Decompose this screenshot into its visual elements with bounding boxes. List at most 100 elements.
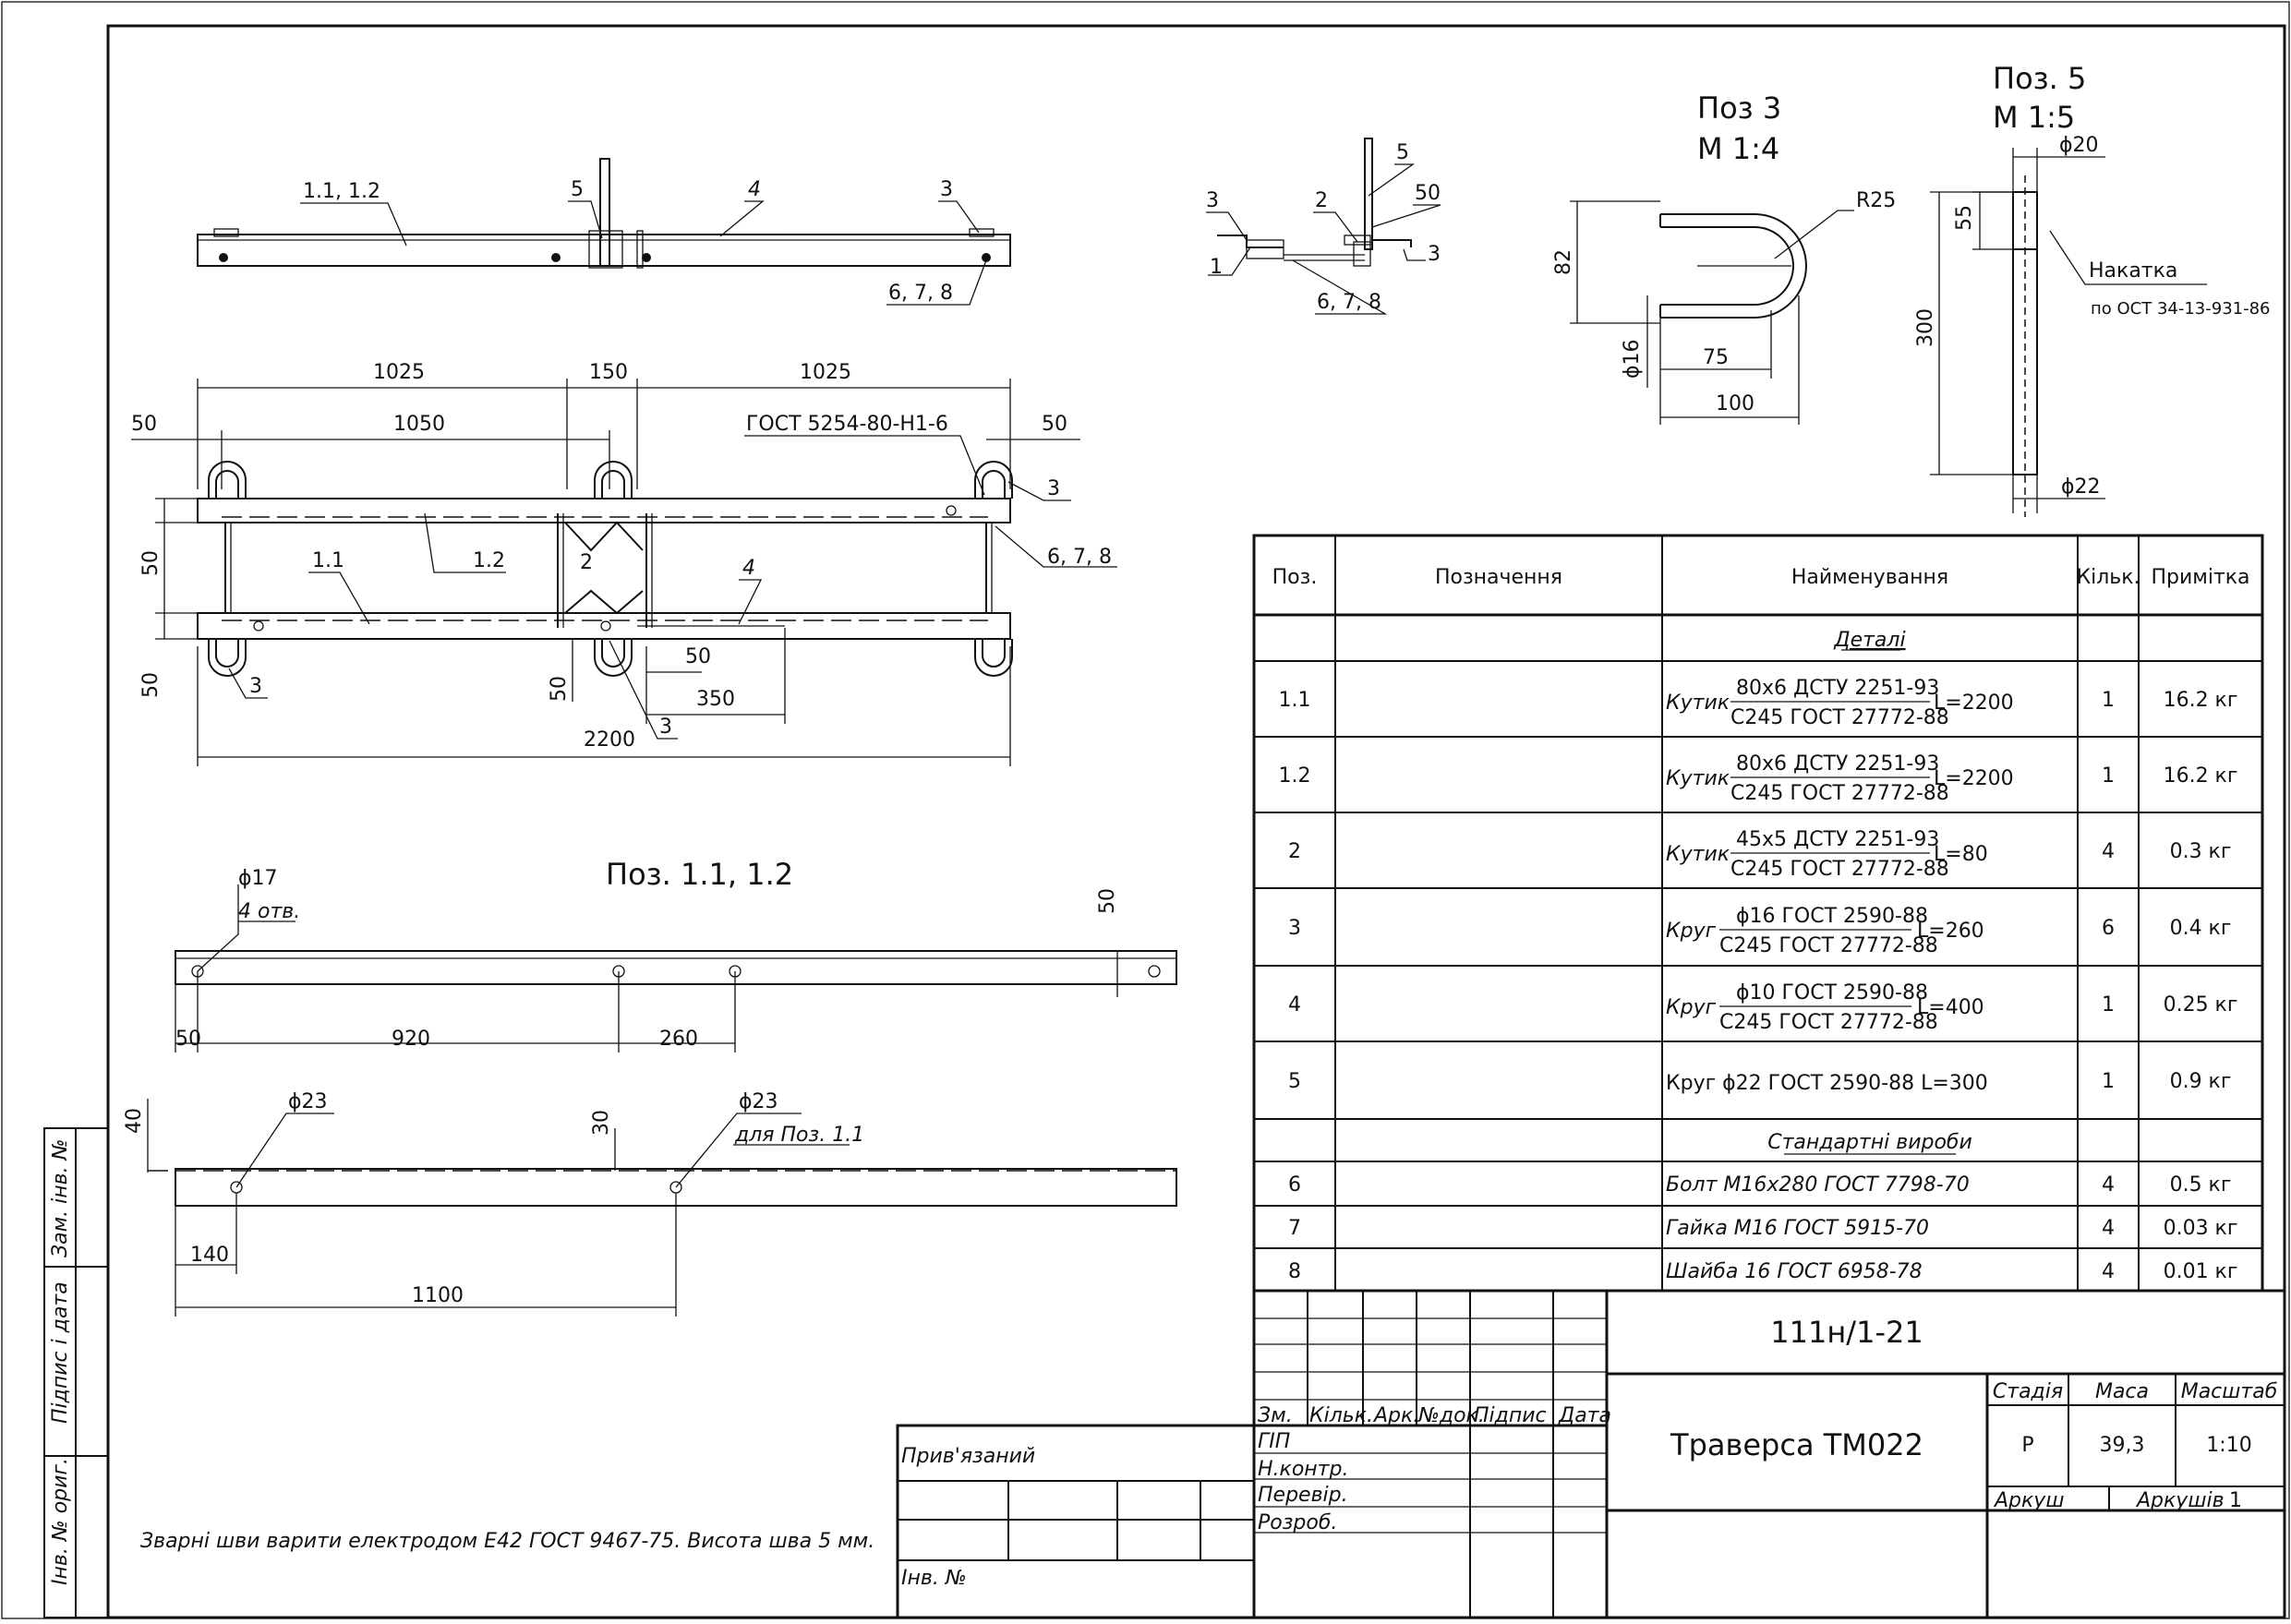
spec-header-note: Примітка xyxy=(2151,566,2249,589)
pos3-title-2: М 1:4 xyxy=(1697,131,1779,166)
pos5-title-1: Поз. 5 xyxy=(1993,61,2086,96)
tb-gip: ГІП xyxy=(1258,1430,1290,1453)
pos3-dim-75: 75 xyxy=(1703,346,1729,369)
pos3-dim-82: 82 xyxy=(1552,249,1575,275)
tb-stadia-h: Стадія xyxy=(1993,1380,2063,1403)
spec-row: 6 Болт М16х280 ГОСТ 7798-70 4 0.5 кг xyxy=(1288,1173,2231,1197)
svg-text:L=260: L=260 xyxy=(1917,920,1984,943)
detail-pos-5: Поз. 5 М 1:5 ϕ20 55 Накатка по ОСТ 34-13… xyxy=(1914,61,2271,517)
svg-text:4: 4 xyxy=(1288,993,1301,1017)
margin-stamp: Зам. інв. № Підпис і дата Інв. № ориг. xyxy=(43,1127,109,1618)
spec-row: 3 Круг ϕ16 ГОСТ 2590-88 С245 ГОСТ 27772-… xyxy=(1288,905,2231,957)
tb-col-doc: №док. xyxy=(1417,1404,1485,1427)
pos1-dim-260: 260 xyxy=(659,1028,698,1051)
svg-text:2: 2 xyxy=(1288,840,1301,863)
spec-section-details: Деталі xyxy=(1833,629,1905,652)
svg-text:1: 1 xyxy=(2102,764,2115,788)
pos1-dim-920: 920 xyxy=(392,1028,430,1051)
svg-text:L=400: L=400 xyxy=(1917,996,1984,1019)
svg-text:4: 4 xyxy=(2102,1217,2115,1240)
svg-text:Круг ϕ22 ГОСТ 2590-88 L=300: Круг ϕ22 ГОСТ 2590-88 L=300 xyxy=(1666,1072,1988,1095)
plan-label-3b: 3 xyxy=(249,675,262,698)
top-elevation-view: 1.1, 1.2 5 4 3 6, 7, 8 xyxy=(197,158,1011,306)
svg-text:С245 ГОСТ 27772-88: С245 ГОСТ 27772-88 xyxy=(1730,858,1949,881)
dim-1050: 1050 xyxy=(393,413,445,436)
tb-perevir: Перевір. xyxy=(1258,1484,1348,1507)
svg-text:7: 7 xyxy=(1288,1217,1301,1240)
svg-text:ϕ16 ГОСТ 2590-88: ϕ16 ГОСТ 2590-88 xyxy=(1736,905,1928,928)
pos5-ost: по ОСТ 34-13-931-86 xyxy=(2091,299,2271,319)
plan-label-2: 2 xyxy=(580,551,593,574)
plan-label-1-1: 1.1 xyxy=(312,549,344,572)
dim-1025b: 1025 xyxy=(800,361,851,384)
svg-text:0.3 кг: 0.3 кг xyxy=(2170,840,2232,863)
svg-text:1.1: 1.1 xyxy=(1279,689,1311,712)
side-label-6-7-8: 6, 7, 8 xyxy=(1317,291,1381,314)
dim-350: 350 xyxy=(696,688,735,711)
svg-text:Круг: Круг xyxy=(1666,996,1717,1019)
margin-inv-orig: Інв. № ориг. xyxy=(49,1458,72,1585)
svg-text:8: 8 xyxy=(1288,1260,1301,1283)
pos5-dim-300: 300 xyxy=(1914,308,1937,347)
tb-stadia: Р xyxy=(2021,1434,2033,1457)
pos5-dim-55: 55 xyxy=(1953,205,1976,231)
spec-row: 1.1 Кутик 80х6 ДСТУ 2251-93 С245 ГОСТ 27… xyxy=(1279,677,2238,729)
tb-col-ark: Арк. xyxy=(1372,1404,1419,1427)
plan-label-1-2: 1.2 xyxy=(473,549,505,572)
label-6-7-8: 6, 7, 8 xyxy=(888,282,953,305)
bolt-hole xyxy=(982,253,991,262)
tb-code: 111н/1-21 xyxy=(1770,1315,1923,1350)
spec-row: 8 Шайба 16 ГОСТ 6958-78 4 0.01 кг xyxy=(1288,1260,2237,1283)
side-label-3b: 3 xyxy=(1428,243,1441,266)
side-label-1: 1 xyxy=(1210,256,1223,279)
spec-header-designation: Позначення xyxy=(1435,566,1562,589)
pos1-50v: 50 xyxy=(1096,888,1119,914)
pos3-title-1: Поз 3 xyxy=(1697,90,1781,126)
spec-row: 1.2 Кутик 80х6 ДСТУ 2251-93 С245 ГОСТ 27… xyxy=(1279,752,2238,805)
svg-text:0.5 кг: 0.5 кг xyxy=(2170,1173,2232,1197)
pos1-d17: ϕ17 xyxy=(238,867,278,890)
svg-text:L=2200: L=2200 xyxy=(1934,767,2014,790)
specification-table: Поз. Позначення Найменування Кільк. Прим… xyxy=(1252,534,2264,1293)
svg-text:Круг: Круг xyxy=(1666,920,1717,943)
tb-masa: 39,3 xyxy=(2100,1434,2145,1457)
side-label-50: 50 xyxy=(1415,182,1441,205)
side-label-5: 5 xyxy=(1396,141,1409,164)
dim-50c: 50 xyxy=(685,645,711,668)
svg-text:Кутик: Кутик xyxy=(1666,767,1730,790)
pos5-d22: ϕ22 xyxy=(2061,475,2101,499)
svg-text:С245 ГОСТ 27772-88: С245 ГОСТ 27772-88 xyxy=(1719,934,1938,957)
tb-inv: Інв. № xyxy=(901,1567,967,1590)
spec-row: 7 Гайка М16 ГОСТ 5915-70 4 0.03 кг xyxy=(1288,1217,2237,1240)
spec-row: 4 Круг ϕ10 ГОСТ 2590-88 С245 ГОСТ 27772-… xyxy=(1288,981,2237,1034)
svg-text:0.01 кг: 0.01 кг xyxy=(2164,1260,2238,1283)
svg-text:С245 ГОСТ 27772-88: С245 ГОСТ 27772-88 xyxy=(1730,782,1949,805)
pos3-r25: R25 xyxy=(1856,189,1896,212)
bolt-hole xyxy=(219,253,228,262)
tb-rozrob: Розроб. xyxy=(1258,1511,1337,1534)
svg-text:45х5 ДСТУ 2251-93: 45х5 ДСТУ 2251-93 xyxy=(1736,828,1939,851)
tb-col-sign: Підпис xyxy=(1474,1404,1547,1427)
spec-header-qty: Кільк. xyxy=(2076,566,2140,589)
plan-label-3c: 3 xyxy=(659,716,672,739)
welding-note: Зварні шви варити електродом Е42 ГОСТ 94… xyxy=(140,1530,874,1553)
svg-text:Гайка М16 ГОСТ 5915-70: Гайка М16 ГОСТ 5915-70 xyxy=(1666,1217,1929,1240)
pos1-d23a: ϕ23 xyxy=(288,1090,328,1113)
bolt-hole xyxy=(551,253,561,262)
margin-zam-inv: Зам. інв. № xyxy=(49,1139,72,1258)
pos1-dim-30: 30 xyxy=(590,1110,613,1136)
plan-label-4: 4 xyxy=(742,557,755,580)
svg-text:1: 1 xyxy=(2102,993,2115,1017)
tb-col-zm: Зм. xyxy=(1258,1404,1293,1427)
pos1-for-11: для Поз. 1.1 xyxy=(734,1124,864,1147)
svg-text:ϕ10 ГОСТ 2590-88: ϕ10 ГОСТ 2590-88 xyxy=(1736,981,1928,1004)
svg-text:0.4 кг: 0.4 кг xyxy=(2170,917,2232,940)
svg-text:1: 1 xyxy=(2102,1070,2115,1093)
spec-header-pos: Поз. xyxy=(1272,566,1318,589)
pos5-knurl: Накатка xyxy=(2089,259,2177,283)
svg-text:Шайба 16 ГОСТ 6958-78: Шайба 16 ГОСТ 6958-78 xyxy=(1666,1260,1923,1283)
tb-pryvyazanyi: Прив'язаний xyxy=(901,1445,1035,1468)
